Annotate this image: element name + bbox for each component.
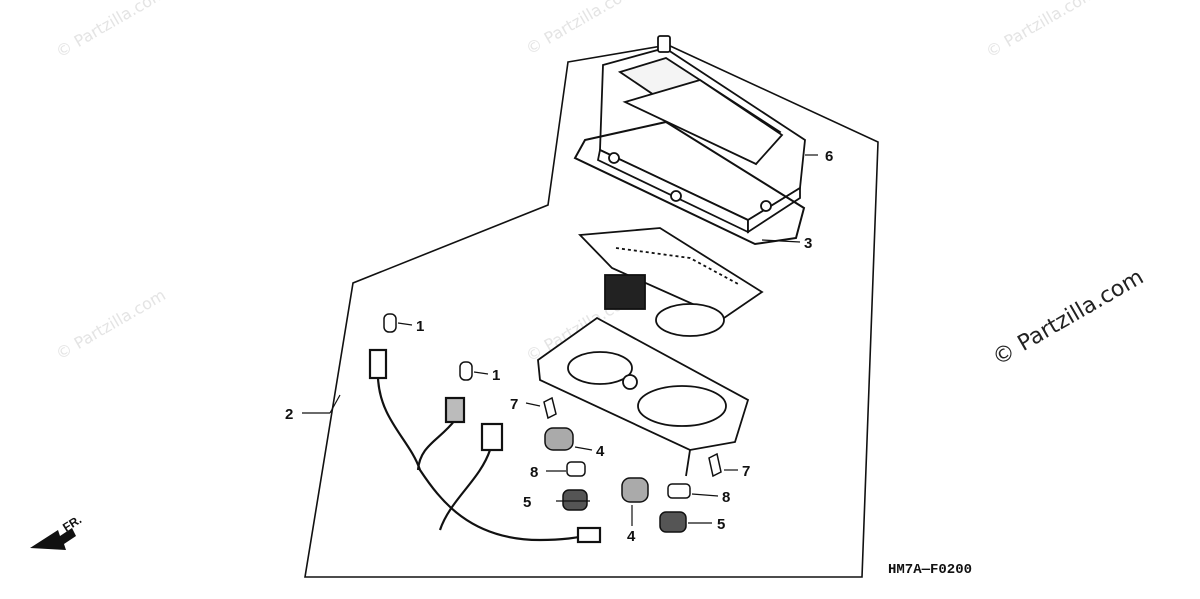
dial-plate-part	[578, 227, 764, 337]
collar-parts	[566, 461, 691, 499]
callout-1b: 1	[492, 367, 500, 384]
bulb-parts	[383, 313, 473, 381]
leader-lines	[302, 154, 818, 526]
meter-case-part	[596, 35, 806, 234]
grommet-parts	[544, 427, 649, 503]
callouts: 1 1 2 3 4 4 5 5 6 7 7 8 8	[285, 148, 833, 545]
watermarks: © Partzilla.com © Partzilla.com © Partzi…	[53, 0, 1149, 371]
front-label: FR.	[60, 512, 84, 534]
callout-3: 3	[804, 235, 812, 252]
watermark-1: © Partzilla.com	[53, 0, 169, 61]
callout-8a: 8	[530, 464, 538, 481]
callout-4a: 4	[596, 443, 605, 460]
callout-6: 6	[825, 148, 833, 165]
assembly-outline	[304, 44, 879, 578]
callout-1a: 1	[416, 318, 424, 335]
watermark-3: © Partzilla.com	[983, 0, 1099, 61]
screw-parts	[543, 396, 722, 478]
callout-8b: 8	[722, 489, 730, 506]
front-arrow: FR.	[30, 512, 84, 550]
diagram-code: HM7A—F0200	[888, 562, 972, 578]
callout-4b: 4	[627, 528, 636, 545]
callout-5a: 5	[523, 494, 531, 511]
gasket-part	[573, 120, 806, 246]
callout-7a: 7	[510, 396, 518, 413]
callout-2: 2	[285, 406, 293, 423]
watermark-2: © Partzilla.com	[523, 0, 639, 58]
callout-7b: 7	[742, 463, 750, 480]
wire-harness-part	[368, 348, 602, 544]
front-arrow-icon	[30, 528, 76, 550]
rubber-mount-parts	[562, 489, 687, 533]
lower-case-part	[537, 316, 750, 477]
watermark-4: © Partzilla.com	[53, 285, 169, 363]
callout-5b: 5	[717, 516, 725, 533]
watermark-main: © Partzilla.com	[989, 265, 1149, 372]
